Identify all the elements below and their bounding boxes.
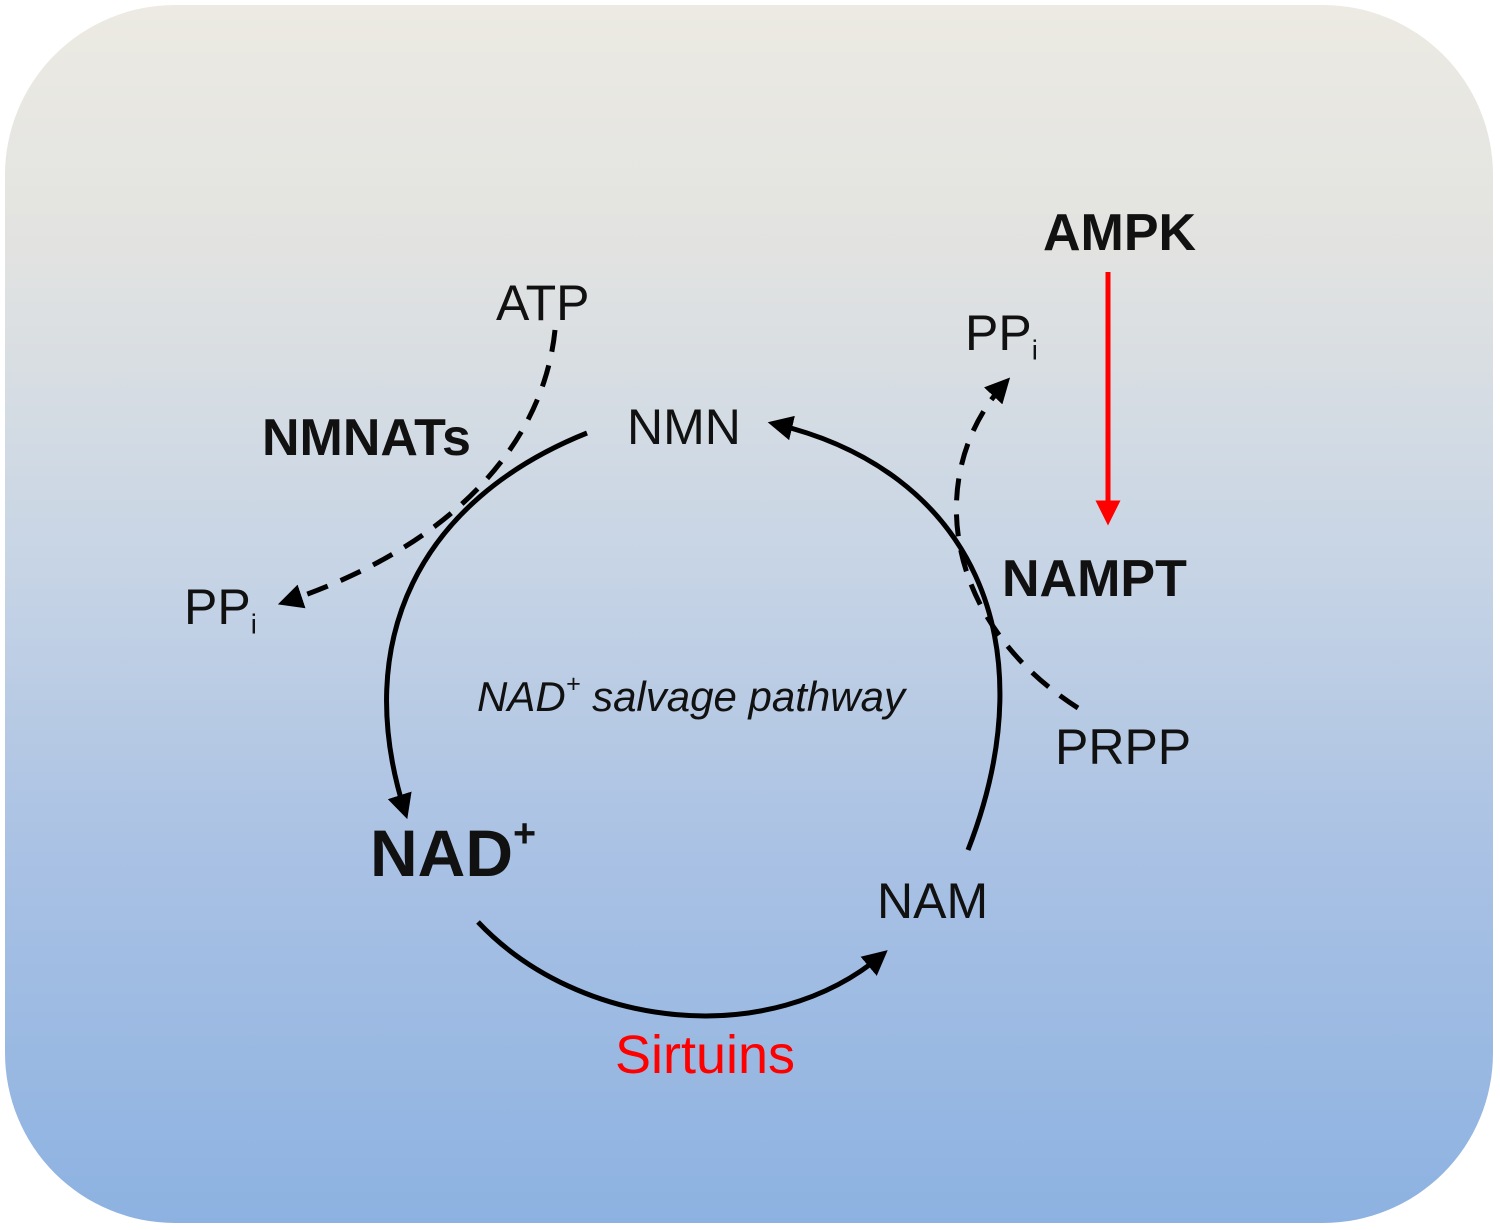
label-nampt: NAMPT	[1002, 550, 1187, 608]
label-ppi-right: PPi	[965, 305, 1038, 364]
label-nad-plus: NAD+	[370, 814, 536, 886]
label-prpp: PRPP	[1055, 719, 1192, 775]
label-pathway-title: NAD+ salvage pathway	[477, 672, 905, 720]
arrow-nad-to-nam	[476, 920, 888, 1019]
label-center-base: NAD	[477, 673, 566, 720]
label-nad-sup: +	[513, 811, 537, 856]
arrow-nmn-to-nad	[384, 430, 588, 820]
label-ppi-left-sub: i	[250, 608, 257, 640]
label-nmnats: NMNATs	[262, 409, 471, 467]
label-ppi-right-sub: i	[1031, 334, 1038, 366]
label-ampk: AMPK	[1043, 204, 1197, 262]
label-ppi-left-base: PP	[184, 579, 251, 635]
background-panel	[5, 5, 1493, 1223]
label-ppi-left: PPi	[184, 579, 257, 638]
label-center-rest: salvage pathway	[580, 673, 905, 720]
label-nad-base: NAD	[370, 816, 513, 890]
arrow-nam-to-nmn	[767, 415, 1003, 851]
dashed-prpp-to-ppi-right	[953, 377, 1080, 711]
label-sirtuins: Sirtuins	[615, 1025, 796, 1085]
label-ppi-right-base: PP	[965, 305, 1032, 361]
label-nam: NAM	[877, 873, 989, 929]
dashed-atp-to-ppi-left	[277, 329, 558, 609]
label-nmn: NMN	[627, 399, 741, 455]
label-atp: ATP	[496, 275, 590, 331]
label-center-sup: +	[565, 670, 581, 699]
